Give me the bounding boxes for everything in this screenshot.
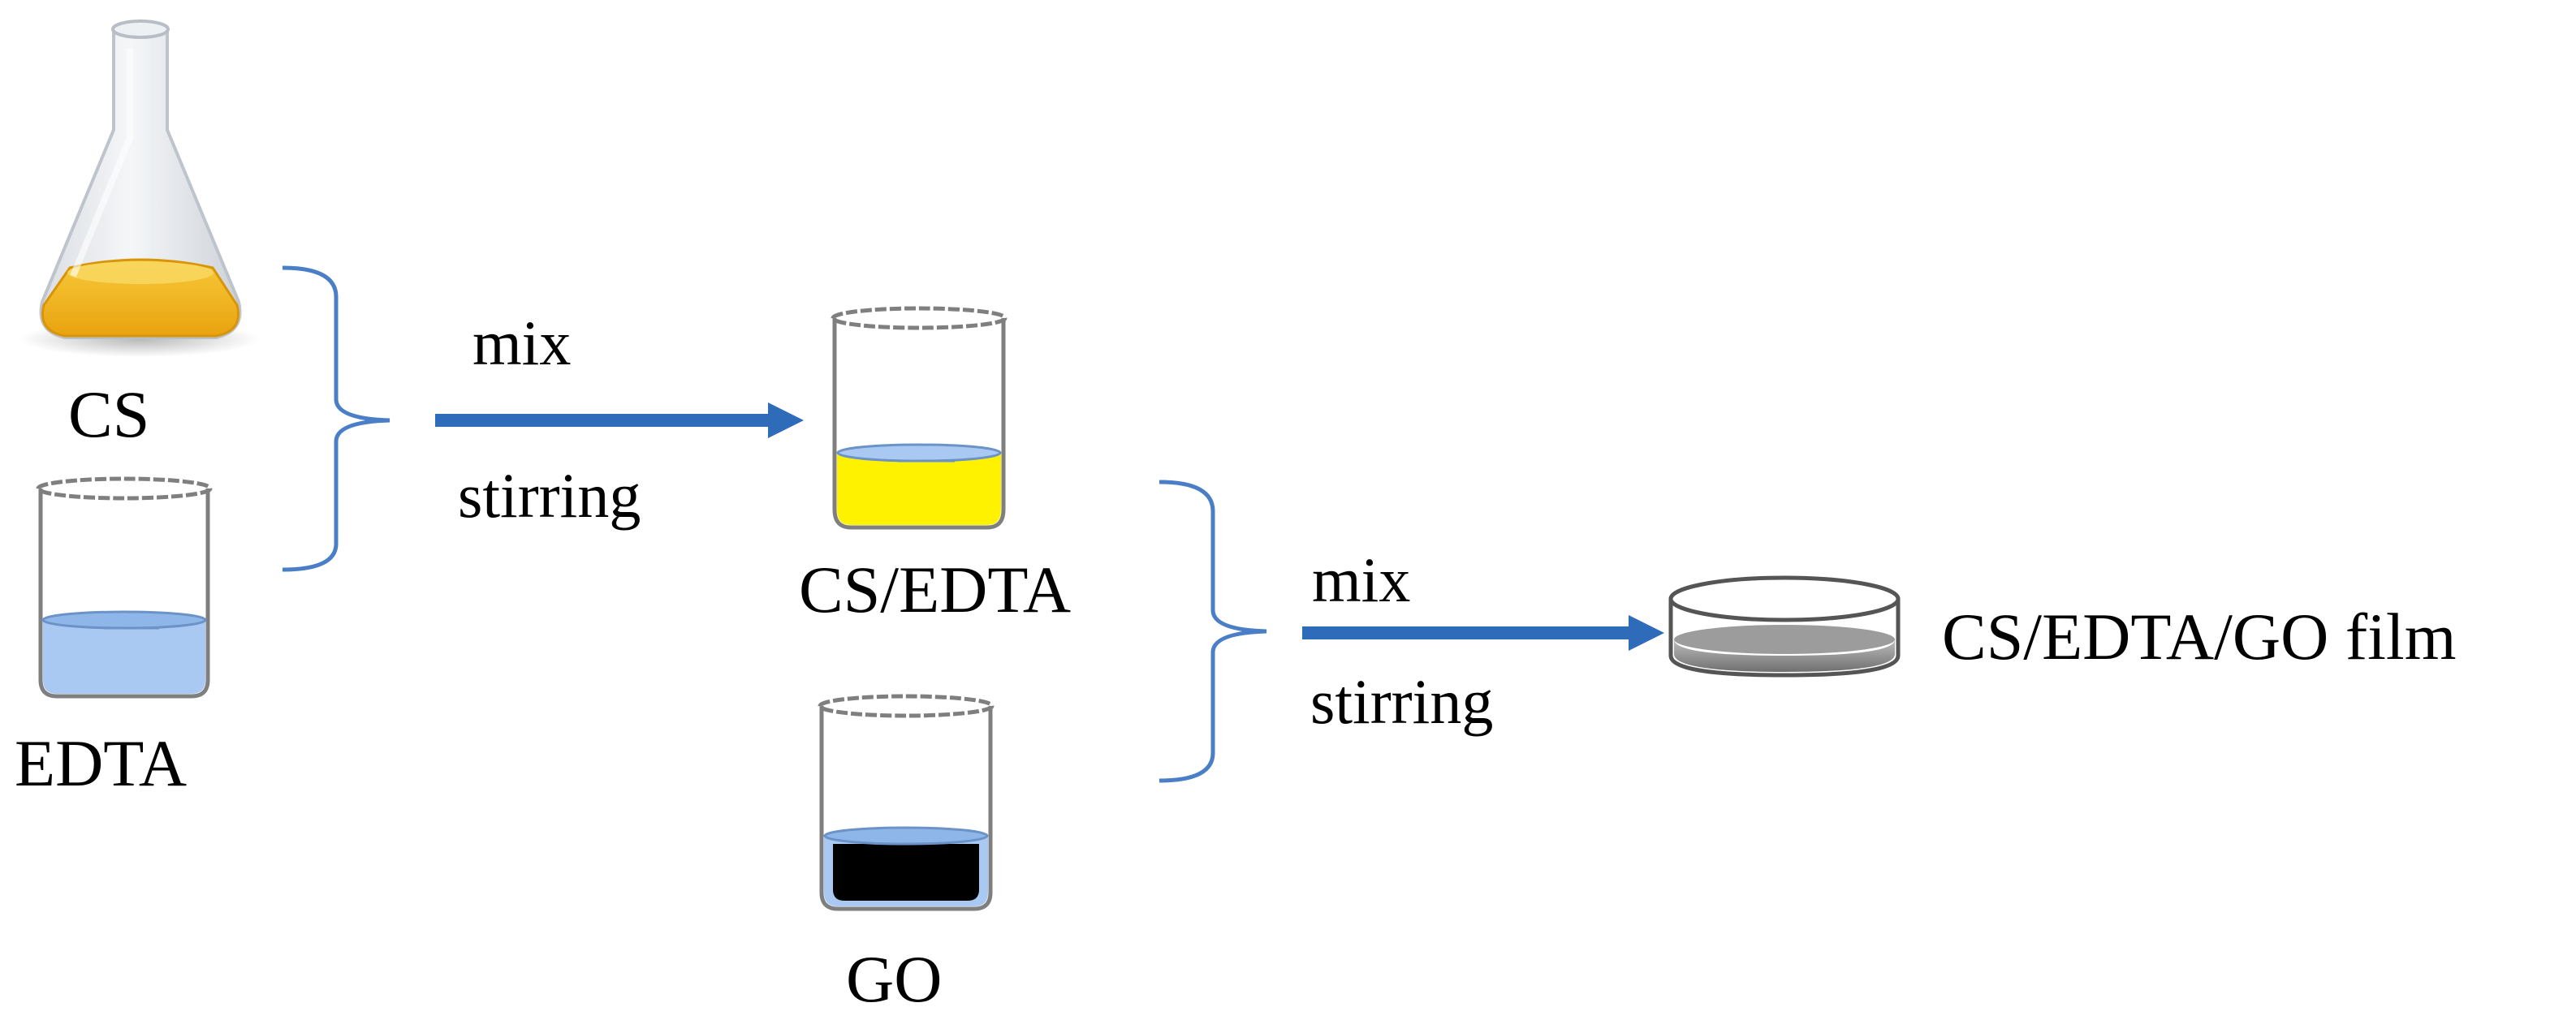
step1-stirring-label: stirring: [458, 460, 641, 531]
merge-bracket: [1159, 480, 1267, 783]
beaker-icon: [831, 306, 1008, 530]
step1-mix-label: mix: [472, 308, 572, 378]
product-label: CS/EDTA/GO film: [1942, 600, 2457, 674]
cs-edta-label: CS/EDTA: [799, 553, 1072, 626]
beaker-icon: [36, 476, 213, 699]
beaker-icon: [818, 694, 995, 911]
step2-mix-label: mix: [1312, 544, 1411, 615]
process-arrow: [435, 402, 804, 438]
edta-label: EDTA: [15, 726, 188, 800]
step2-stirring-label: stirring: [1310, 666, 1494, 737]
go-label: GO: [846, 942, 943, 1016]
merge-bracket: [282, 265, 390, 572]
erlenmeyer-flask-icon: [19, 19, 260, 357]
process-arrow: [1302, 615, 1664, 651]
petri-dish-icon: [1668, 575, 1901, 678]
cs-label: CS: [68, 377, 150, 451]
